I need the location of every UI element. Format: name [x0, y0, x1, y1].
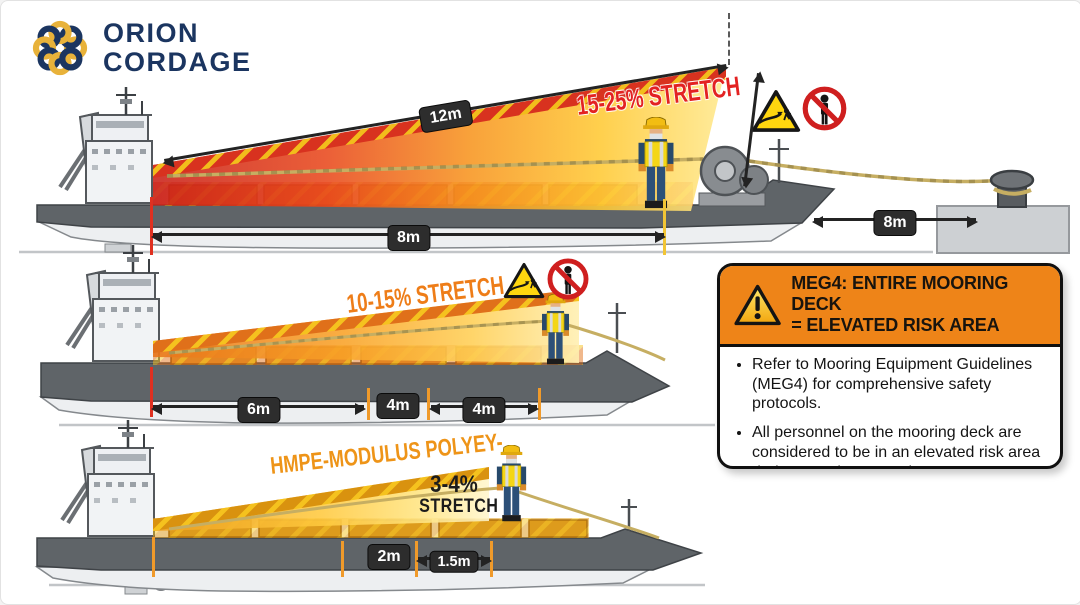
meg4-warning-header: MEG4: ENTIRE MOORING DECK = ELEVATED RIS… — [720, 266, 1060, 347]
ship2-zone1-badge: 6m — [236, 396, 281, 423]
ship1-reference-dashline — [728, 13, 730, 65]
ship3-zone-start-marker — [152, 537, 155, 577]
mooring-rope — [168, 486, 660, 540]
brand-name-line1: ORION — [103, 18, 200, 48]
ship1-zone-end-marker — [663, 199, 666, 255]
superstructure — [62, 420, 154, 536]
ship1-zone-start-marker — [150, 197, 153, 255]
meg4-title-line2: = ELEVATED RISK AREA — [791, 315, 1000, 336]
ship3-zone2-badge: 1.5m — [429, 550, 479, 573]
brand-name: ORION CORDAGE — [103, 19, 252, 77]
ship1-deck-zone-badge: 8m — [386, 224, 431, 251]
ship3-stretch-word: STRETCH — [419, 496, 499, 518]
quay — [936, 205, 1070, 254]
ship2-zone3-measure: 4m — [429, 396, 539, 423]
ship2-zone1-measure: 6m — [151, 396, 366, 423]
ship3-marker-1 — [341, 541, 344, 577]
meg4-bullet-2: All personnel on the mooring deck are co… — [752, 423, 1046, 466]
ship2-marker-3 — [538, 388, 541, 420]
snapback-hazard-icon — [503, 262, 545, 299]
ship3-stretch-value: 3-4% — [430, 471, 478, 498]
ship2-zone2-badge: 4m — [376, 393, 420, 419]
brand-name-line2: CORDAGE — [103, 47, 252, 77]
ship3-zone1-badge: 2m — [367, 544, 411, 570]
meg4-title-line1: MEG4: ENTIRE MOORING DECK — [791, 273, 1009, 315]
ship2-marker-1 — [367, 388, 370, 420]
ship1-shore-distance-measure: 8m — [812, 209, 978, 236]
brand-logo: ORION CORDAGE — [29, 17, 252, 79]
meg4-bullet-1: Refer to Mooring Equipment Guidelines (M… — [752, 355, 1046, 414]
ship2-marker-2 — [427, 388, 430, 420]
meg4-bullet-list: Refer to Mooring Equipment Guidelines (M… — [720, 355, 1060, 466]
meg4-warning-box: MEG4: ENTIRE MOORING DECK = ELEVATED RIS… — [717, 263, 1063, 469]
ship1-shore-distance-badge: 8m — [873, 209, 917, 236]
ship2-zone-start-marker — [150, 367, 153, 417]
superstructure — [60, 87, 152, 203]
snapback-hazard-icon — [751, 90, 801, 132]
ship3-zone2-measure: 1.5m — [416, 550, 492, 573]
no-standing-icon — [550, 261, 586, 297]
ship2-zone3-badge: 4m — [462, 396, 506, 423]
ship3-stretch-label: 3-4% STRETCH — [419, 471, 499, 518]
alert-triangle-icon — [734, 283, 781, 327]
no-standing-icon — [805, 89, 844, 128]
superstructure — [67, 245, 159, 361]
meg4-warning-title: MEG4: ENTIRE MOORING DECK = ELEVATED RIS… — [791, 273, 1048, 337]
ship1-deck-zone-measure: 8m — [151, 224, 666, 251]
rope-knot-icon — [32, 20, 88, 76]
